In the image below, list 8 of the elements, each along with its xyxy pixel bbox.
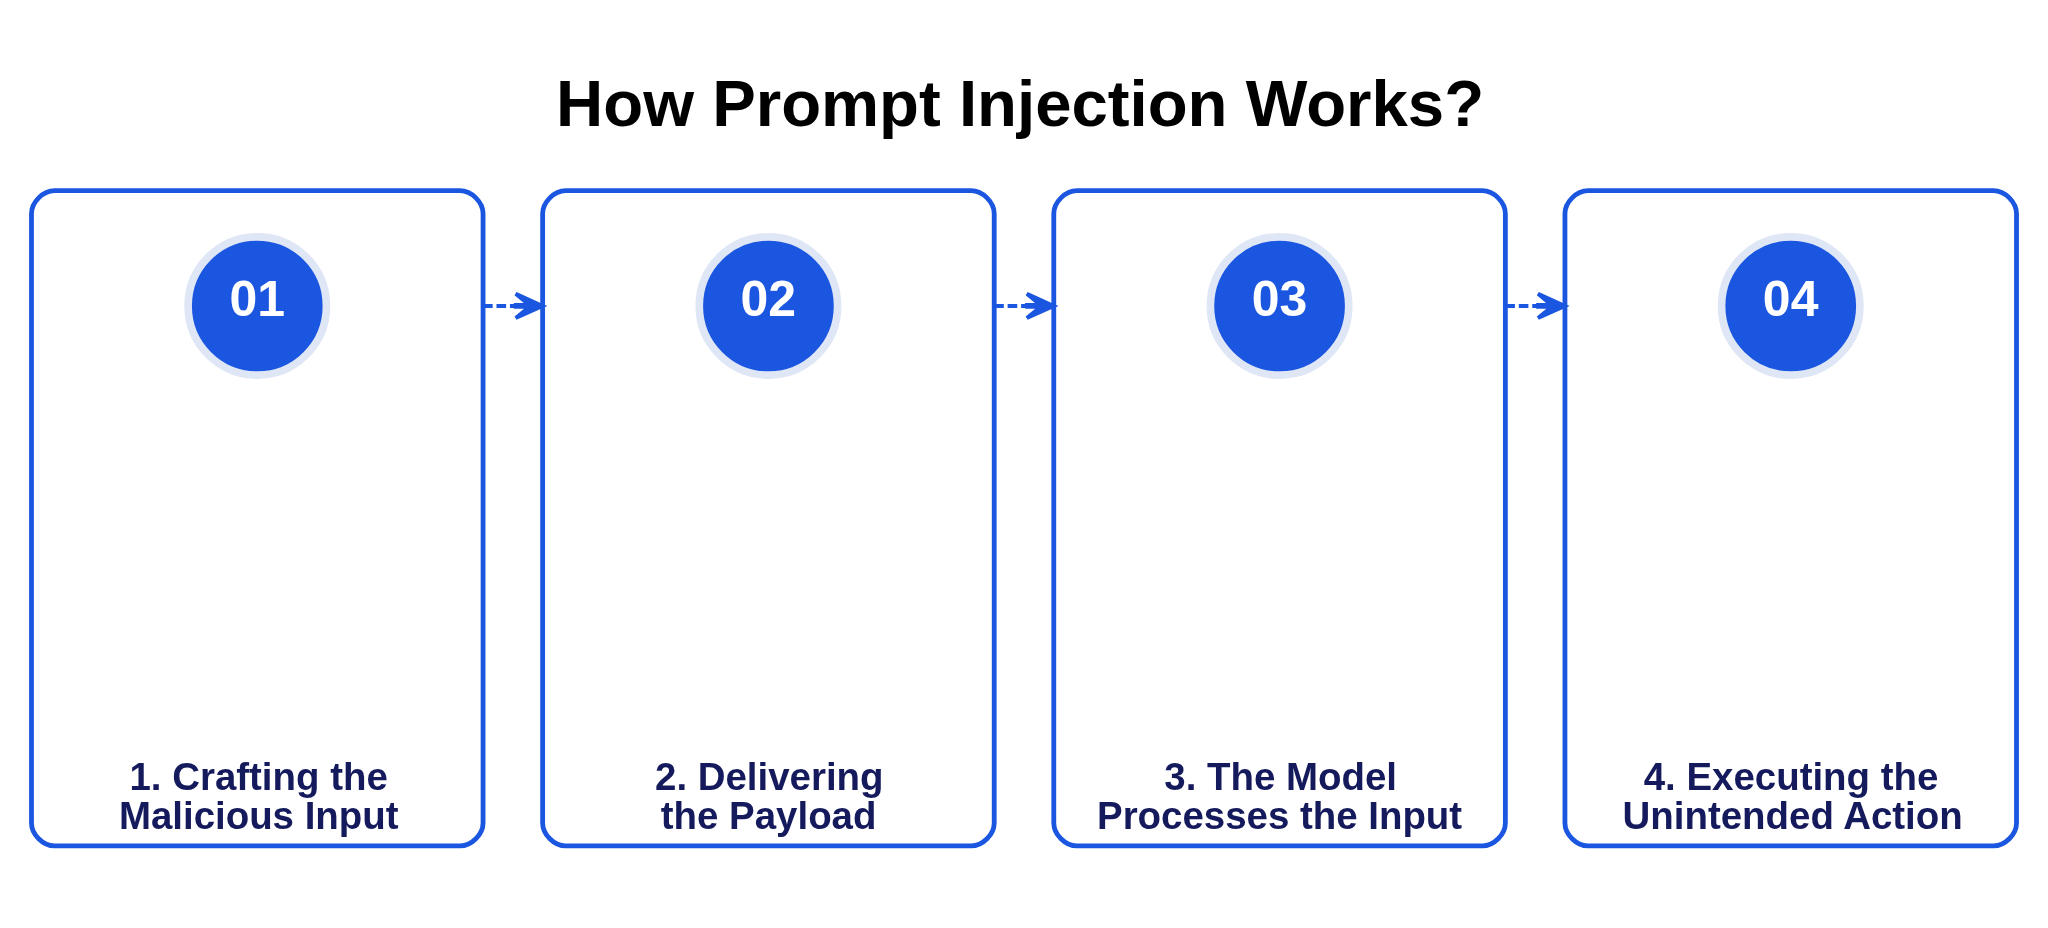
diagram-title: How Prompt Injection Works? (556, 66, 1485, 140)
node-circle: 02 (695, 232, 842, 379)
node-circle: 04 (1717, 232, 1864, 379)
node-circle: 01 (184, 232, 331, 379)
arrow (994, 291, 1056, 320)
node-circle: 03 (1206, 232, 1353, 379)
arrow (1505, 291, 1567, 320)
arrow (483, 291, 545, 320)
